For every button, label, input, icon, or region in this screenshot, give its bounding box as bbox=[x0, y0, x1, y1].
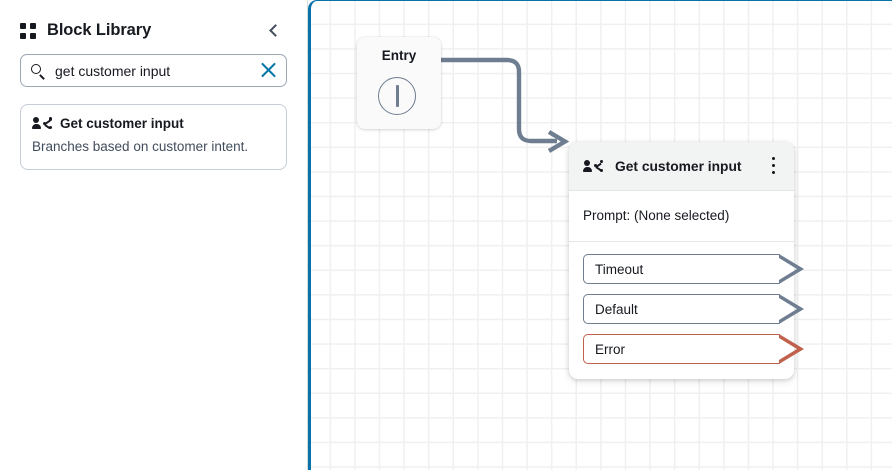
node-title: Get customer input bbox=[615, 158, 742, 174]
kebab-menu-icon[interactable] bbox=[766, 156, 782, 176]
branch-label-timeout: Timeout bbox=[583, 254, 780, 284]
panel-header: Block Library bbox=[20, 0, 287, 54]
chevron-left-icon bbox=[269, 23, 282, 37]
grid-squares-icon bbox=[20, 22, 37, 39]
search-icon bbox=[30, 63, 46, 80]
branch-row-error[interactable]: Error bbox=[583, 334, 804, 364]
node-body: Prompt: (None selected) bbox=[569, 191, 794, 242]
block-library-panel: Block Library Get customer input Branche… bbox=[0, 0, 308, 470]
panel-title: Block Library bbox=[47, 20, 152, 39]
branch-arrow-default[interactable] bbox=[779, 293, 805, 325]
entry-port-bar bbox=[396, 85, 400, 107]
node-header: Get customer input bbox=[569, 142, 794, 191]
circle-output-port-icon[interactable] bbox=[378, 77, 416, 115]
get-customer-input-node[interactable]: Get customer input Prompt: (None selecte… bbox=[569, 142, 804, 379]
block-result-card[interactable]: Get customer input Branches based on cus… bbox=[20, 104, 287, 171]
block-result-header: Get customer input bbox=[31, 116, 275, 131]
search-field[interactable] bbox=[55, 62, 260, 79]
block-result-title: Get customer input bbox=[60, 116, 184, 131]
branch-arrow-timeout[interactable] bbox=[779, 253, 805, 285]
entry-node-label: Entry bbox=[381, 48, 417, 63]
branch-row-timeout[interactable]: Timeout bbox=[583, 254, 804, 284]
branch-label-error: Error bbox=[583, 334, 780, 364]
flow-canvas[interactable]: Entry Get customer input bbox=[308, 0, 892, 470]
search-input[interactable] bbox=[20, 54, 287, 87]
collapse-panel-button[interactable] bbox=[261, 17, 287, 43]
branch-arrow-error[interactable] bbox=[779, 333, 805, 365]
branch-row-default[interactable]: Default bbox=[583, 294, 804, 324]
close-x-icon[interactable] bbox=[260, 62, 277, 79]
person-branch-icon bbox=[31, 116, 53, 131]
entry-node[interactable]: Entry bbox=[357, 37, 441, 129]
block-result-description: Branches based on customer intent. bbox=[32, 139, 249, 154]
flow-canvas-area: Entry Get customer input bbox=[308, 0, 892, 470]
branch-label-default: Default bbox=[583, 294, 780, 324]
person-branch-icon bbox=[582, 159, 604, 174]
node-branch-list: Timeout Default Error bbox=[569, 242, 804, 379]
node-prompt-value: Prompt: (None selected) bbox=[583, 208, 730, 223]
